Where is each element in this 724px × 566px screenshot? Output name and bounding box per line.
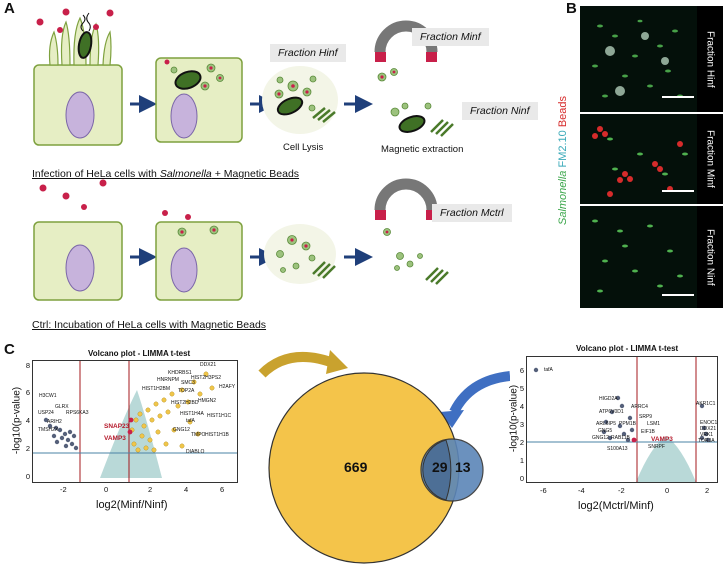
left-gene-arih2: ARIH2: [47, 419, 62, 425]
gene-vamp3-left: VAMP3: [104, 435, 126, 442]
left-gene-rps6ka3: RPS6KA3: [66, 410, 89, 416]
rgene-7: LSM1: [647, 421, 661, 427]
panel-a-schematic: [33, 8, 454, 301]
rgene-2: ARRC4: [631, 404, 648, 410]
rgene-5: ARL6IP5: [596, 421, 617, 427]
rgene-r4: TOR3A: [698, 438, 715, 444]
volcano-right-xlabel: log2(Mctrl/Minf): [578, 500, 654, 512]
volcano-left-yticks: 0 2 4 6 8: [25, 361, 30, 481]
right-gene-0: DDX21: [200, 362, 217, 368]
non-magnetic-fraction-infected: [390, 102, 454, 137]
right-gene-10: tafA: [186, 418, 195, 424]
volcano-left-highlight-points: [127, 417, 134, 435]
panel-c-letter: C: [4, 341, 15, 358]
magnetic-extraction-label: Magnetic extraction: [381, 144, 464, 155]
right-gene-4: SMC3: [181, 380, 195, 386]
right-gene-6: HIST1H2BM: [142, 386, 171, 392]
left-gene-h3cw1: H3CW1: [39, 393, 57, 399]
cell-lysate-infected: [262, 66, 338, 134]
micrograph-ninf-image: [592, 219, 683, 293]
volcano-right-title: Volcano plot - LIMMA t-test: [576, 344, 679, 353]
ctrl-caption: Ctrl: Incubation of HeLa cells with Magn…: [32, 319, 267, 331]
volcano-right-up-points: [699, 403, 711, 443]
venn-right-count: 13: [455, 459, 471, 475]
cell-lysis-label: Cell Lysis: [283, 142, 324, 153]
volcano-right-down-points: [533, 367, 635, 443]
rgene-9: EIF1B: [641, 429, 655, 435]
micrograph-ninf: Fraction Ninf: [580, 206, 723, 308]
rgene-6: PPM1B: [619, 421, 636, 427]
rgene-r0: AKR1C1: [696, 401, 716, 407]
fraction-mctrl-label: Fraction Mctrl: [432, 204, 512, 222]
rgene-8: GNG5: [598, 428, 613, 434]
micrograph-hinf-label: Fraction Hinf: [697, 6, 723, 112]
venn-diagram: [258, 350, 510, 564]
right-gene-14: TMPO: [191, 432, 206, 438]
right-gene-9: HIST2H2BD: [171, 400, 199, 406]
rgene-0: tafA: [544, 367, 553, 373]
right-gene-5: H2AFY: [219, 384, 236, 390]
volcano-left-down-points: [43, 417, 79, 451]
hela-cell-ctrl-1: [33, 179, 123, 301]
left-gene-tmsh2x: TMSH2X: [38, 427, 59, 433]
scale-bar-minf: [662, 190, 694, 192]
rgene-13: SNRPF: [648, 444, 665, 450]
cell-lysate-ctrl: [264, 224, 336, 284]
fraction-ninf-label: Fraction Ninf: [462, 102, 538, 120]
rgene-r3: VRK1: [700, 432, 714, 438]
non-magnetic-fraction-ctrl: [394, 252, 449, 285]
volcano-left-title: Volcano plot - LIMMA t-test: [88, 349, 191, 358]
volcano-left-up-points: [129, 371, 215, 453]
right-gene-15: HIST1H1B: [205, 432, 229, 438]
right-gene-13: GNG12: [173, 427, 190, 433]
fraction-hinf-label: Fraction Hinf: [270, 44, 346, 62]
right-gene-8: HMGN2: [198, 398, 217, 404]
infection-caption: Infection of HeLa cells with Salmonella …: [32, 168, 300, 180]
gene-vamp3-right: VAMP3: [651, 436, 673, 443]
rgene-12: S100A13: [607, 446, 628, 452]
rgene-4: SRP9: [639, 414, 653, 420]
right-gene-12: HIST1H1C: [207, 413, 232, 419]
rgene-10: GNG12: [592, 435, 609, 441]
rgene-r2: DDX21: [700, 426, 717, 432]
panel-b-letter: B: [566, 0, 577, 17]
right-gene-3: HNRNPM: [157, 377, 179, 383]
micrograph-minf: Fraction Minf: [580, 114, 723, 204]
right-gene-11: HIST1H4A: [180, 411, 204, 417]
left-gene-usp24: USP24: [38, 410, 54, 416]
scale-bar-ninf: [662, 294, 694, 296]
panel-a-letter: A: [4, 0, 15, 17]
panel-b-legend: Salmonella FM2.10 Beads: [557, 95, 569, 225]
micrograph-hinf: Fraction Hinf: [580, 6, 723, 112]
venn-left-count: 669: [344, 459, 368, 475]
volcano-left-plot: [32, 360, 238, 483]
micrograph-ninf-label: Fraction Ninf: [697, 206, 723, 308]
volcano-left-xlabel: log2(Minf/Ninf): [96, 499, 168, 511]
right-gene-2: HIST2H3PS2: [191, 375, 222, 381]
hela-cell-ctrl-2: [155, 210, 243, 301]
volcano-right-yticks: 0 1 2 3 4 5 6: [519, 366, 524, 483]
magnet-icon-2: [374, 178, 438, 236]
right-gene-7: TOP2A: [178, 388, 195, 394]
micrograph-hinf-image: [592, 19, 683, 98]
scale-bar-hinf: [662, 96, 694, 98]
gene-snap23: SNAP23: [104, 423, 130, 430]
rgene-r1: ENOC1: [700, 420, 718, 426]
hela-cell-infected-1: [33, 8, 123, 146]
right-gene-16: DIABLO: [186, 449, 205, 455]
fraction-minf-label: Fraction Minf: [412, 28, 489, 46]
hela-cell-infected-2: [155, 57, 243, 143]
micrograph-minf-label: Fraction Minf: [697, 114, 723, 204]
volcano-right-plot: [526, 356, 718, 483]
right-gene-1: KHDRBS1: [168, 370, 192, 376]
rgene-1: HIGD2A: [599, 396, 618, 402]
left-gene-glrx: GLRX: [55, 404, 69, 410]
venn-overlap-count: 29: [432, 459, 448, 475]
rgene-3: ATP6V0D1: [599, 409, 624, 415]
rgene-11: RAB11B: [611, 435, 630, 441]
